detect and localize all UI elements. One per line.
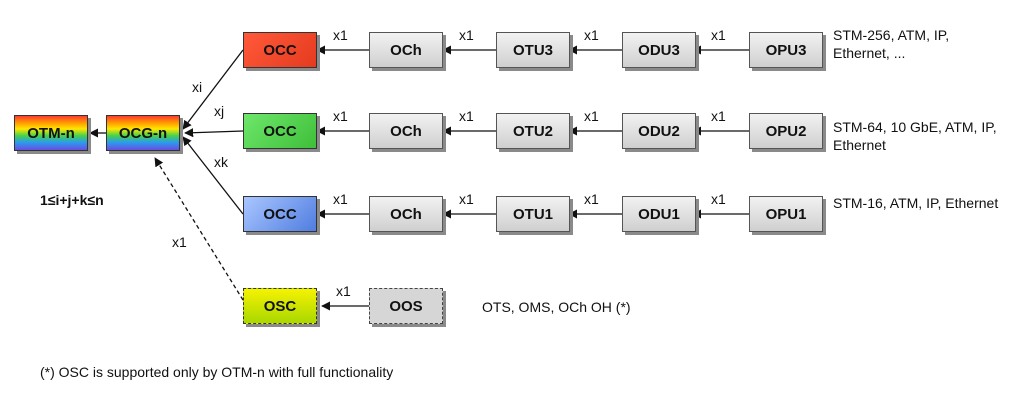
arrow-osc-ocg bbox=[154, 157, 244, 301]
constraint-label: 1≤i+j+k≤n bbox=[40, 192, 104, 208]
otu2-box: OTU2 bbox=[496, 113, 570, 149]
och-box-row1: OCh bbox=[369, 196, 443, 232]
mult-label-odu2-otu2: x1 bbox=[584, 108, 599, 124]
mult-label-och-occ-row1: x1 bbox=[333, 191, 348, 207]
mult-label-otu1-och: x1 bbox=[459, 191, 474, 207]
mult-label-oos-osc: x1 bbox=[336, 283, 351, 299]
mult-label-opu3-odu3: x1 bbox=[711, 27, 726, 43]
client-signals-row2: STM-64, 10 GbE, ATM, IP, Ethernet bbox=[833, 119, 997, 153]
arrow-occ-green-ocg bbox=[184, 128, 244, 138]
mult-label-otu2-och: x1 bbox=[459, 108, 474, 124]
opu1-box: OPU1 bbox=[749, 196, 823, 232]
och-box-row3: OCh bbox=[369, 32, 443, 68]
otm-n-box: OTM-n bbox=[14, 115, 88, 151]
odu3-box: ODU3 bbox=[622, 32, 696, 68]
ocg-n-box: OCG-n bbox=[106, 115, 180, 151]
och-box-row2: OCh bbox=[369, 113, 443, 149]
mult-label-odu1-otu1: x1 bbox=[584, 191, 599, 207]
arrow-occ-red-ocg bbox=[182, 49, 244, 130]
oos-box: OOS bbox=[369, 288, 443, 324]
mult-label-xj: xj bbox=[214, 103, 225, 119]
mult-label-och-occ-row3: x1 bbox=[333, 27, 348, 43]
mult-label-otu3-och: x1 bbox=[459, 27, 474, 43]
occ-box-red: OCC bbox=[243, 32, 317, 68]
odu2-box: ODU2 bbox=[622, 113, 696, 149]
mult-label-osc-ocg: x1 bbox=[172, 234, 187, 250]
odu1-box: ODU1 bbox=[622, 196, 696, 232]
opu2-box: OPU2 bbox=[749, 113, 823, 149]
client-signals-row1: STM-16, ATM, IP, Ethernet bbox=[833, 195, 999, 211]
opu3-box: OPU3 bbox=[749, 32, 823, 68]
client-signals-row3: STM-256, ATM, IP, Ethernet, ... bbox=[833, 27, 950, 61]
footnote: (*) OSC is supported only by OTM-n with … bbox=[40, 364, 394, 380]
otu1-box: OTU1 bbox=[496, 196, 570, 232]
otu3-box: OTU3 bbox=[496, 32, 570, 68]
mult-label-xk: xk bbox=[214, 154, 228, 170]
mult-label-odu3-otu3: x1 bbox=[584, 27, 599, 43]
osc-box: OSC bbox=[243, 288, 317, 324]
occ-box-blue: OCC bbox=[243, 196, 317, 232]
mult-label-xi: xi bbox=[192, 79, 203, 95]
mult-label-och-occ-row2: x1 bbox=[333, 108, 348, 124]
arrow-occ-blue-ocg bbox=[182, 136, 244, 215]
mult-label-opu1-odu1: x1 bbox=[711, 191, 726, 207]
oos-contents-label: OTS, OMS, OCh OH (*) bbox=[482, 299, 631, 315]
mult-label-opu2-odu2: x1 bbox=[711, 108, 726, 124]
occ-box-green: OCC bbox=[243, 113, 317, 149]
